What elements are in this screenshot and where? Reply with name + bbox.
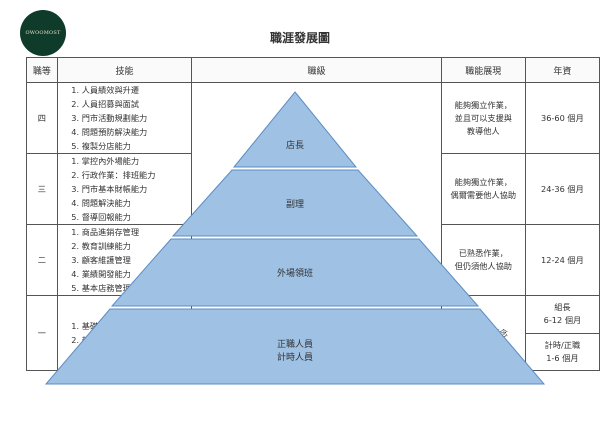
skill-item: 教育訓練能力 xyxy=(82,239,192,253)
skill-item: 新人訓練課程 xyxy=(82,333,192,347)
header-performance: 職能展現 xyxy=(440,57,526,83)
performance-line: 教導他人 xyxy=(466,125,500,136)
skill-item: 門市基本財帳能力 xyxy=(82,182,192,196)
tenure-role: 計時/正職 xyxy=(544,339,581,350)
performance-line: 具備基礎概念 xyxy=(458,327,508,338)
skills-cell: 人員績效與升遷 人員招募與面試 門市活動規劃能力 問題預防解決能力 複製分店能力 xyxy=(56,82,193,154)
skill-item: 問題解決能力 xyxy=(82,196,192,210)
skill-item: 基本店務管理能力 xyxy=(82,281,192,295)
tenure-range: 6-12 個月 xyxy=(543,315,582,326)
level-cell: 三 xyxy=(26,153,58,225)
header-skills: 技能 xyxy=(56,57,193,83)
performance-line: 能夠獨立作業， xyxy=(454,177,512,187)
performance-cell: 能夠獨立作業， 並且可以支援與 教導他人 xyxy=(440,82,526,154)
tenure-cell: 組長 6-12 個月 計時/正職 1-6 個月 xyxy=(524,295,600,371)
tenure-split-bottom: 計時/正職 1-6 個月 xyxy=(525,332,599,371)
skill-item: 業績開發能力 xyxy=(82,267,192,281)
performance-line: 偶爾需要他人協助 xyxy=(450,190,517,200)
tenure-range: 1-6 個月 xyxy=(546,352,579,363)
tenure-role: 組長 xyxy=(554,302,571,313)
performance-line: 已熟悉作業， xyxy=(458,248,508,258)
level-cell: 一 xyxy=(26,295,58,371)
skill-item: 顧客維護管理 xyxy=(82,253,192,267)
skills-cell: 商品進銷存管理 教育訓練能力 顧客維護管理 業績開發能力 基本店務管理能力 xyxy=(56,224,193,296)
header-level: 職等 xyxy=(26,57,58,83)
skill-item: 基礎服務技能 xyxy=(82,319,192,333)
header-tenure: 年資 xyxy=(524,57,600,83)
performance-cell: 能夠獨立作業， 偶爾需要他人協助 xyxy=(440,153,526,225)
table-row: 三 掌控內外場能力 行政作業：排班能力 門市基本財帳能力 問題解決能力 督導回報… xyxy=(26,153,600,225)
skill-item: 督導回報能力 xyxy=(82,210,192,224)
performance-cell: 具備基礎概念 xyxy=(440,295,526,371)
tenure-cell: 24-36 個月 xyxy=(524,153,600,225)
skills-cell: 基礎服務技能 新人訓練課程 xyxy=(56,295,193,371)
tenure-split: 組長 6-12 個月 計時/正職 1-6 個月 xyxy=(525,296,599,371)
level-cell: 四 xyxy=(26,82,58,154)
skill-item: 複製分店能力 xyxy=(82,139,192,153)
performance-line: 並且可以支援與 xyxy=(454,112,512,123)
level-cell: 二 xyxy=(26,224,58,296)
logo-text: OWOOMOST xyxy=(25,30,61,36)
performance-line: 能夠獨立作業， xyxy=(454,99,512,110)
tenure-split-top: 組長 6-12 個月 xyxy=(526,296,599,333)
header-rank: 職級 xyxy=(191,57,442,83)
skill-item: 問題預防解決能力 xyxy=(82,125,192,139)
skill-item: 人員招募與面試 xyxy=(82,97,192,111)
performance-line: 但仍須他人協助 xyxy=(454,261,512,271)
skills-cell: 掌控內外場能力 行政作業：排班能力 門市基本財帳能力 問題解決能力 督導回報能力 xyxy=(56,153,193,225)
career-table: 職等 技能 職級 職能展現 年資 四 人員績效與升遷 人員招募與面試 門市活動規… xyxy=(26,57,600,371)
header-row: 職等 技能 職級 職能展現 年資 xyxy=(26,57,600,83)
tenure-cell: 36-60 個月 xyxy=(524,82,600,154)
skill-item: 門市活動規劃能力 xyxy=(82,111,192,125)
performance-cell: 已熟悉作業， 但仍須他人協助 xyxy=(440,224,526,296)
page-title: 職涯發展圖 xyxy=(269,31,330,45)
table-row: 四 人員績效與升遷 人員招募與面試 門市活動規劃能力 問題預防解決能力 複製分店… xyxy=(26,82,600,371)
skill-item: 人員績效與升遷 xyxy=(82,83,192,97)
skill-item: 行政作業：排班能力 xyxy=(82,168,192,182)
pyramid-cell xyxy=(191,82,442,371)
skill-item: 商品進銷存管理 xyxy=(82,225,192,239)
company-logo: OWOOMOST xyxy=(20,10,66,56)
tenure-cell: 12-24 個月 xyxy=(524,224,600,296)
skill-item: 掌控內外場能力 xyxy=(82,154,192,168)
